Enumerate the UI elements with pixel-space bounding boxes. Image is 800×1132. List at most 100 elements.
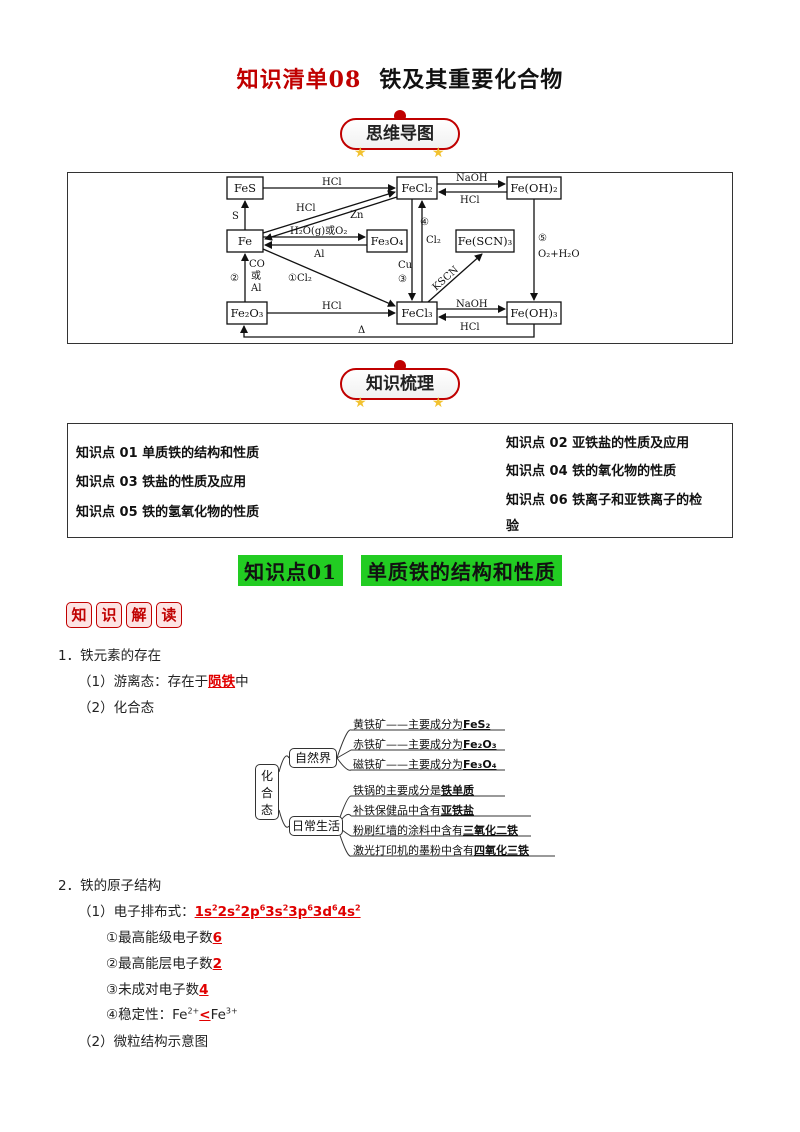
star-icon: ★ [432, 145, 445, 161]
node-fecl3: FeCl₃ [401, 306, 433, 320]
tree-leaf: 铁锅的主要成分是铁单质 [353, 784, 474, 797]
badge-label: 知识梳理 [340, 368, 460, 400]
outline-item-cont: 验 [506, 519, 520, 534]
star-icon: ★ [432, 395, 445, 411]
tag-char: 读 [156, 602, 182, 628]
label-hcl: HCl [460, 195, 480, 206]
node-fe2o3: Fe₂O₃ [231, 306, 264, 320]
section-title: 单质铁的结构和性质 [360, 555, 562, 586]
answer-value: 6 [212, 930, 223, 946]
leaf-answer: FeS₂ [463, 718, 491, 731]
question-line: ④稳定性：Fe2+<Fe3+ [106, 1006, 238, 1024]
node-feoh3: Fe(OH)₃ [510, 306, 558, 320]
electron-config-label: （1）电子排布式： [78, 904, 195, 920]
answer-value: 2 [212, 956, 223, 972]
heading-existence: 1．铁元素的存在 [58, 648, 162, 664]
label-delta: Δ [358, 325, 365, 336]
label-s: S [232, 211, 239, 222]
star-icon: ★ [354, 145, 367, 161]
label-h2o-o2: H₂O(g)或O₂ [290, 225, 347, 237]
label-kscn: KSCN [431, 264, 461, 293]
micro-structure-label: （2）微粒结构示意图 [78, 1034, 209, 1050]
label-n5: ⑤ [538, 233, 547, 244]
label-hcl: HCl [322, 177, 342, 188]
node-fescn3: Fe(SCN)₃ [458, 234, 513, 248]
node-fe: Fe [238, 234, 252, 248]
combined-state-label: （2）化合态 [78, 700, 155, 716]
node-fe3o4: Fe₃O₄ [371, 234, 404, 248]
label-n1-cl2: ①Cl₂ [288, 273, 312, 284]
star-icon: ★ [354, 395, 367, 411]
question-line: ③未成对电子数4 [106, 982, 209, 998]
outline-badge: 知识梳理 ★ ★ [340, 360, 460, 410]
answer-meteoric-iron: 陨铁 [208, 674, 236, 690]
label-cl2: Cl₂ [426, 235, 441, 246]
leaf-answer: 铁单质 [441, 784, 474, 797]
outline-item[interactable]: 知识点 03 铁盐的性质及应用 [76, 475, 247, 490]
tree-leaf: 赤铁矿——主要成分为Fe₂O₃ [353, 738, 497, 751]
answer-value: 4 [199, 982, 209, 998]
mindmap-diagram: FeS FeCl₂ Fe(OH)₂ Fe Fe₃O₄ Fe(SCN)₃ Fe₂O… [67, 172, 733, 344]
node-box [396, 301, 438, 325]
section-number: 知识点01 [238, 555, 343, 586]
leaf-answer: 亚铁盐 [441, 804, 474, 817]
free-state-suffix: 中 [235, 674, 249, 690]
label-cu: Cu [398, 260, 413, 271]
label-or: 或 [251, 270, 261, 282]
outline-item[interactable]: 知识点 04 铁的氧化物的性质 [506, 464, 677, 479]
label-naoh: NaOH [456, 173, 488, 184]
leaf-answer: 三氧化二铁 [463, 824, 518, 837]
question-line: ①最高能级电子数6 [106, 930, 223, 946]
answer-value: < [199, 1007, 211, 1023]
section-header: 知识点01 单质铁的结构和性质 [0, 555, 800, 586]
tag-char: 解 [126, 602, 152, 628]
mindmap-badge: 思维导图 ★ ★ [340, 110, 460, 160]
knowledge-outline-table: 知识点 01 单质铁的结构和性质 知识点 02 亚铁盐的性质及应用 知识点 03… [67, 423, 733, 538]
label-zn: Zn [350, 210, 364, 221]
leaf-answer: Fe₂O₃ [463, 738, 497, 751]
label-al: Al [313, 249, 324, 260]
leaf-answer: 四氧化三铁 [474, 844, 529, 857]
label-hcl: HCl [322, 301, 342, 312]
free-state-line: （1）游离态：存在于陨铁中 [78, 670, 249, 690]
label-al: Al [250, 283, 261, 294]
leaf-answer: Fe₃O₄ [463, 758, 497, 771]
tree-leaf: 磁铁矿——主要成分为Fe₃O₄ [353, 758, 497, 771]
label-hcl: HCl [460, 322, 480, 333]
label-n4: ④ [420, 217, 429, 228]
tree-leaf: 黄铁矿——主要成分为FeS₂ [353, 718, 491, 731]
label-hcl: HCl [296, 203, 316, 214]
node-feoh2: Fe(OH)₂ [510, 181, 557, 195]
badge-label: 思维导图 [340, 118, 460, 150]
node-box [455, 229, 515, 253]
outline-item[interactable]: 知识点 06 铁离子和亚铁离子的检 [506, 493, 703, 508]
node-fes: FeS [234, 181, 256, 195]
outline-item[interactable]: 知识点 02 亚铁盐的性质及应用 [506, 436, 690, 451]
outline-item[interactable]: 知识点 05 铁的氢氧化物的性质 [76, 505, 260, 520]
node-box [366, 229, 408, 253]
tree-leaf: 粉刷红墙的涂料中含有三氧化二铁 [353, 824, 518, 837]
node-box [396, 176, 438, 200]
label-naoh: NaOH [456, 299, 488, 310]
heading-atomic-structure: 2．铁的原子结构 [58, 878, 162, 894]
free-state-label: （1）游离态：存在于 [78, 674, 209, 690]
tag-char: 识 [96, 602, 122, 628]
tree-nature: 自然界 [289, 748, 337, 768]
node-fecl2: FeCl₂ [401, 181, 432, 195]
label-n2: ② [230, 273, 239, 284]
question-line: ②最高能层电子数2 [106, 956, 223, 972]
title-main: 铁及其重要化合物 [379, 67, 564, 93]
outline-item[interactable]: 知识点 01 单质铁的结构和性质 [76, 446, 260, 461]
tree-daily-life: 日常生活 [289, 816, 343, 836]
label-o2-h2o: O₂+H₂O [538, 249, 580, 260]
label-n3: ③ [398, 274, 407, 285]
combined-state-tree: 化合态 自然界 日常生活 黄铁矿——主要成分为FeS₂ 赤铁矿——主要成分为Fe… [255, 718, 555, 862]
electron-config-line: （1）电子排布式：1s22s22p63s23p63d64s2 [78, 900, 361, 921]
mindmap-svg: FeS FeCl₂ Fe(OH)₂ Fe Fe₃O₄ Fe(SCN)₃ Fe₂O… [226, 173, 580, 338]
tree-leaf: 激光打印机的墨粉中含有四氧化三铁 [353, 844, 529, 857]
label-co: CO [249, 259, 265, 270]
tag-char: 知 [66, 602, 92, 628]
tree-root: 化合态 [255, 764, 279, 820]
answer-electron-config: 1s22s22p63s23p63d64s2 [194, 903, 361, 921]
